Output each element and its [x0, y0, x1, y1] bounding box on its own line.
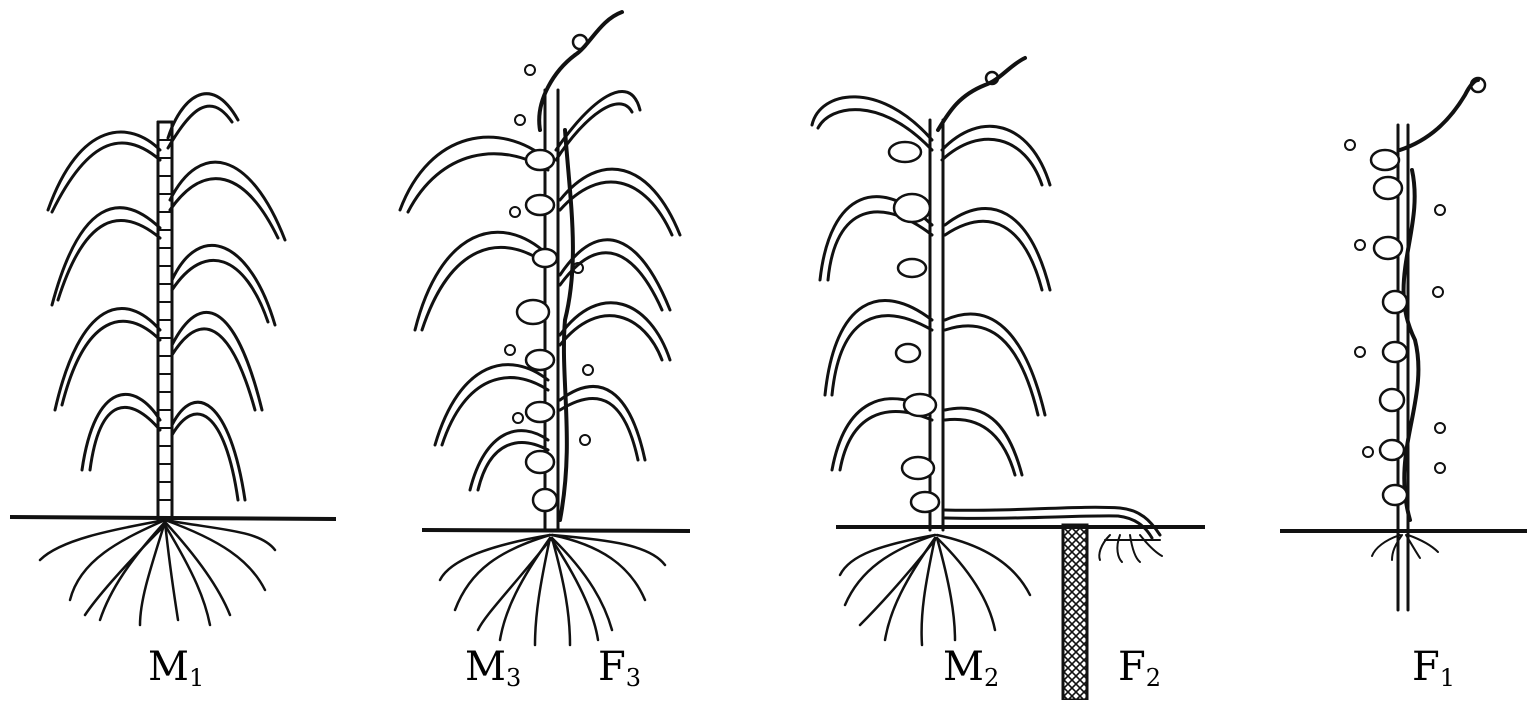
ground-line-m3: [422, 530, 690, 531]
label-f3: F3: [598, 644, 641, 692]
m2-roots: [840, 535, 1030, 645]
f2-small-roots: [1099, 535, 1162, 562]
maize-plant-m1: [40, 94, 285, 625]
label-m2: M2: [943, 644, 999, 692]
f1-roots: [1372, 535, 1438, 560]
m3-roots: [440, 535, 665, 645]
m2-tassel: [938, 58, 1025, 130]
m3-ears: [517, 150, 557, 511]
panel-labels: M1 M3 F3 M2 F2 F1: [148, 644, 1455, 692]
f2-hatched-post: [1063, 525, 1087, 700]
m1-stem-nodes: [158, 140, 172, 500]
f1-vine: [1400, 78, 1485, 520]
maize-plant-m3: [400, 12, 680, 645]
m1-leaves: [48, 94, 285, 500]
f1-pods: [1371, 150, 1407, 505]
label-f1: F1: [1412, 644, 1455, 692]
label-m3: M3: [465, 644, 521, 692]
maize-plant-m2: [812, 58, 1162, 700]
f2-runner-vine: [945, 507, 1160, 538]
label-m1: M1: [148, 644, 204, 692]
m1-roots: [40, 520, 275, 625]
label-f2: F2: [1118, 644, 1161, 692]
ground-lines: [10, 517, 1527, 531]
